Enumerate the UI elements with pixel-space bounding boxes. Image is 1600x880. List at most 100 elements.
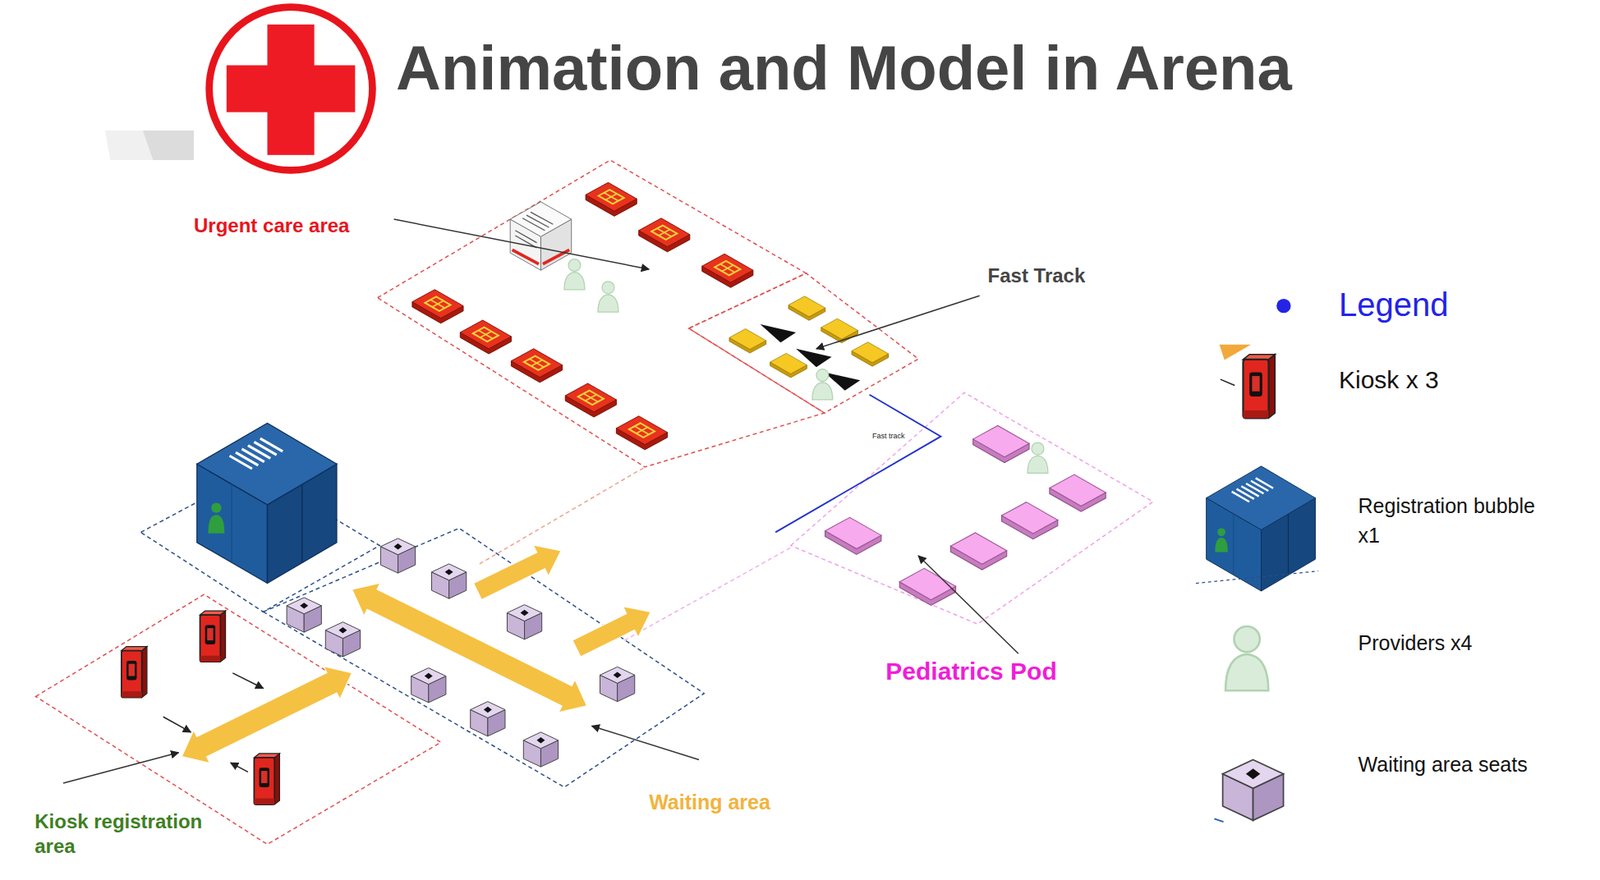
floor-plan-illustration	[1027, 442, 1049, 474]
leader-line	[394, 219, 650, 270]
leader-line	[816, 295, 980, 350]
kiosk-flow-arrow	[163, 717, 192, 733]
logo-stub	[142, 130, 194, 161]
server-cube	[530, 211, 553, 225]
legend-kiosk-icon	[1219, 344, 1276, 419]
floor-plan-illustration	[639, 218, 690, 253]
floor-plan-illustration	[325, 622, 360, 658]
legend-text: Registration bubble x1	[1358, 491, 1544, 552]
floor-plan-illustration	[1001, 502, 1058, 540]
leader-line	[592, 726, 699, 760]
area-label-box: Fast Track	[988, 264, 1086, 289]
area-label-box: Pediatrics Pod	[885, 657, 1057, 687]
area-label-box: Urgent care area	[193, 214, 350, 239]
logo-stub	[105, 130, 194, 161]
legend-text: Waiting area seats	[1358, 752, 1528, 778]
area-outline	[624, 547, 791, 641]
legend-text-box: Providers x4	[1358, 630, 1473, 656]
leader-line	[63, 753, 179, 784]
area-label: Legend	[1338, 285, 1449, 325]
floor-plan-illustration	[585, 182, 637, 217]
legend-seat-icon	[1222, 759, 1284, 821]
area-label-box: Fast track	[871, 432, 906, 442]
legend-text-box: Registration bubble x1	[1358, 491, 1544, 552]
legend-seat-icon	[1213, 759, 1283, 823]
floor-plan-illustration	[121, 647, 148, 699]
area-label-box: Legend	[1338, 285, 1449, 325]
floor-plan-illustration	[600, 666, 635, 702]
fast-track-marker	[760, 324, 861, 391]
floor-plan-illustration	[470, 702, 506, 737]
legend-kiosk-icon	[1220, 379, 1235, 386]
legend-text: Providers x4	[1358, 630, 1473, 656]
server-cube	[522, 218, 545, 231]
server-cube	[512, 249, 539, 264]
kiosk-flow-arrow	[232, 673, 263, 690]
floor-plan-illustration	[729, 329, 767, 355]
floor-plan-illustration	[459, 320, 511, 355]
floor-plan-illustration	[412, 289, 464, 324]
floor-plan-illustration	[702, 253, 754, 288]
server-cube	[542, 249, 570, 264]
flow-arrow	[469, 535, 569, 608]
floor-plan-illustration	[286, 597, 322, 633]
area-outline	[479, 467, 645, 565]
page-title: Animation and Model in Arena	[395, 30, 1292, 106]
area-label: Urgent care area	[193, 214, 350, 239]
flow-arrow	[569, 597, 659, 665]
red-cross-logo	[209, 7, 373, 171]
floor-plan-illustration	[899, 568, 956, 606]
floor-plan-illustration	[825, 517, 882, 555]
legend-provider-icon	[1225, 626, 1269, 691]
floor-plan-illustration	[821, 318, 859, 344]
area-outline	[35, 594, 441, 845]
legend-building-icon	[1206, 466, 1316, 592]
floor-plan-illustration	[564, 259, 585, 290]
area-outline	[689, 273, 920, 414]
area-label: Pediatrics Pod	[885, 657, 1057, 687]
area-outline	[35, 160, 1153, 846]
floor-plan-illustration	[432, 564, 467, 599]
leader-line	[63, 219, 1019, 784]
floor-plan-illustration	[597, 281, 619, 313]
floor-plan-illustration	[411, 668, 446, 704]
legend-text-box: Waiting area seats	[1358, 752, 1528, 778]
leader-line	[918, 556, 1019, 654]
fast-track-marker	[795, 349, 832, 368]
area-label: Waiting area	[648, 790, 771, 815]
floor-plan-illustration	[851, 342, 889, 368]
area-outline	[263, 528, 705, 788]
floor-plan-illustration	[770, 353, 808, 378]
red-cross-logo	[226, 64, 356, 112]
legend-text: Kiosk x 3	[1338, 365, 1440, 396]
server-cube	[510, 202, 572, 271]
server-cube	[514, 235, 537, 249]
area-label-box: Waiting area	[648, 790, 771, 815]
fast-track-marker	[760, 324, 796, 343]
legend-bullet	[1276, 298, 1291, 313]
server-cube	[526, 215, 549, 228]
page-title-box: Animation and Model in Arena	[395, 30, 1292, 106]
floor-plan-illustration	[1049, 474, 1106, 512]
flow-arrow	[344, 573, 596, 723]
floor-plan-illustration	[200, 611, 226, 663]
area-label: Kiosk registration area	[34, 809, 228, 860]
legend-building-icon	[1195, 571, 1319, 584]
floor-plan-illustration	[812, 369, 833, 400]
floor-plan-illustration	[197, 423, 337, 584]
floor-plan-illustration	[380, 538, 415, 574]
floor-plan-illustration	[253, 754, 280, 805]
floor-plan-illustration	[973, 425, 1030, 463]
server-cube	[514, 211, 553, 248]
fast-track-path	[775, 395, 941, 534]
floor-plan-illustration	[523, 732, 558, 768]
floor-plan-illustration	[950, 533, 1007, 571]
legend-building-icon	[1195, 466, 1319, 592]
legend-seat-icon	[1213, 818, 1223, 823]
floor-plan-illustration	[565, 383, 617, 418]
floor-plan-illustration	[510, 349, 562, 383]
area-label: Fast track	[871, 432, 906, 442]
area-outline	[790, 392, 1154, 625]
server-cube	[514, 230, 537, 244]
